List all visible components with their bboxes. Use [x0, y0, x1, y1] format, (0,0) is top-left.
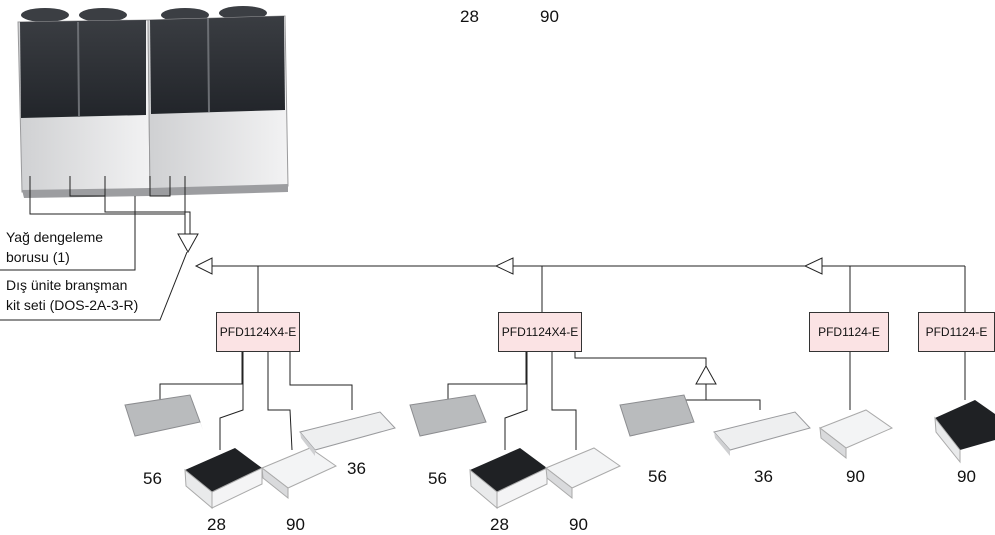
capacity-label: 90 — [286, 515, 305, 534]
branch-controller-2: PFD1124X4-E — [498, 312, 582, 352]
capacity-label: 36 — [754, 467, 773, 486]
oil-balance-pipe-label-line2: borusu (1) — [6, 249, 70, 265]
branch-controller-4: PFD1124-E — [918, 312, 995, 352]
ceiling-suspended-unit-icon — [299, 411, 811, 456]
branch-controller-3: PFD1124-E — [809, 312, 889, 352]
capacity-label: 90 — [957, 467, 976, 486]
capacity-label: 56 — [648, 467, 667, 486]
capacity-label: 90 — [569, 515, 588, 534]
capacity-label: 28 — [207, 515, 226, 534]
branch-kit-label-line2: kit seti (DOS-2A-3-R) — [6, 297, 139, 313]
outdoor-unit-icon — [17, 6, 289, 198]
piping-lines — [0, 176, 966, 451]
branch-kit-label-line1: Dış ünite branşman — [6, 277, 128, 293]
branch-joint-icon — [177, 233, 823, 385]
capacity-label: 28 — [490, 515, 509, 534]
branch-controller-1: PFD1124X4-E — [216, 312, 300, 352]
ceiling-duct-unit-icon — [124, 394, 695, 437]
capacity-label: 90 — [846, 467, 865, 486]
capacity-label: 56 — [143, 469, 162, 488]
oil-balance-pipe-label-line1: Yağ dengeleme — [6, 229, 104, 245]
capacity-label: 28 — [460, 7, 479, 26]
cassette-unit-icon — [184, 400, 995, 510]
capacity-label: 56 — [428, 469, 447, 488]
capacity-label: 90 — [540, 7, 559, 26]
capacity-label: 36 — [347, 459, 366, 478]
white-cassette-unit-icon — [261, 409, 894, 500]
